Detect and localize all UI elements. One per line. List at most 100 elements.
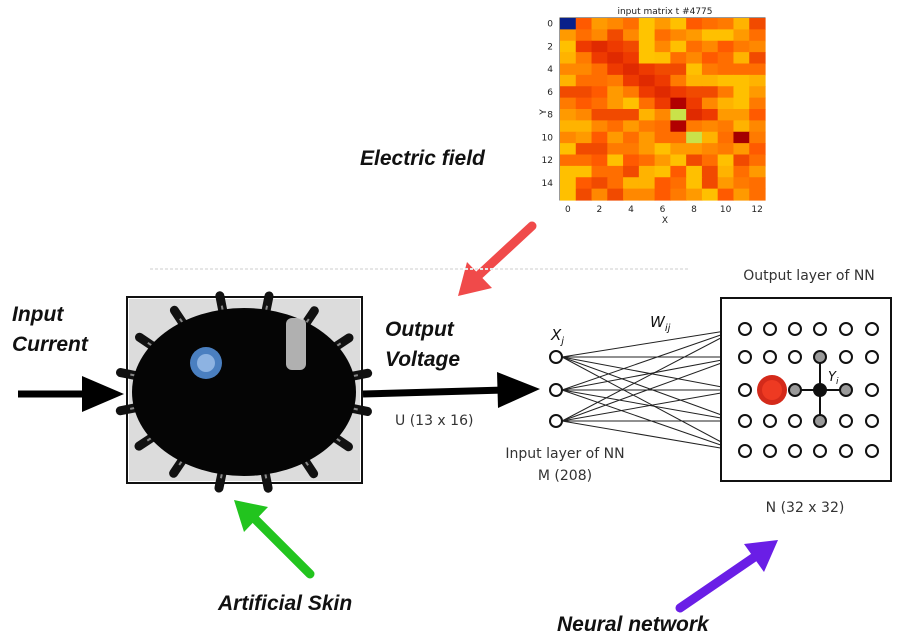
heatmap-cell <box>733 52 750 65</box>
heatmap-cell <box>575 29 593 42</box>
heatmap-cell <box>638 18 656 30</box>
wij-label: Wij <box>650 313 671 334</box>
heatmap-cell <box>607 74 624 87</box>
heatmap-ytick: 10 <box>542 133 554 143</box>
heatmap-cell <box>701 109 719 121</box>
heatmap-cell <box>654 97 671 110</box>
heatmap-cell <box>717 40 735 53</box>
contact-point-inner <box>197 354 215 372</box>
skin-sheet <box>132 308 356 476</box>
heatmap-cell <box>638 154 656 167</box>
heatmap-cell <box>701 165 719 178</box>
heatmap-cell <box>654 165 671 178</box>
heatmap-cell <box>749 109 766 121</box>
heatmap-cell <box>670 188 687 201</box>
heatmap-cell <box>686 177 703 190</box>
xj-label: Xj <box>550 326 564 347</box>
heatmap-ylabel: Y <box>539 109 549 116</box>
heatmap-cell <box>654 131 671 144</box>
heatmap-ytick: 2 <box>547 42 553 52</box>
heatmap-cell <box>654 86 671 99</box>
heatmap-cell <box>654 18 671 30</box>
heatmap-cell <box>607 86 624 99</box>
output-node <box>763 322 777 336</box>
heatmap-cell <box>638 177 656 190</box>
heatmap-cell <box>623 74 640 87</box>
output-node <box>763 444 777 458</box>
heatmap-cell <box>733 63 750 76</box>
heatmap-cell <box>654 154 671 167</box>
heatmap-cell <box>607 131 624 144</box>
output-node <box>788 322 802 336</box>
input-layer-label-2: M (208) <box>538 468 592 484</box>
output-node <box>813 350 827 364</box>
heatmap-cell <box>575 74 593 87</box>
heatmap-cell <box>733 18 750 30</box>
heatmap-cell <box>560 131 577 144</box>
electric-field-arrow <box>458 221 537 296</box>
heatmap-cell <box>686 188 703 201</box>
heatmap-cell <box>654 52 671 65</box>
heatmap-cell <box>701 74 719 87</box>
input-node <box>549 383 563 397</box>
heatmap-cell <box>686 97 703 110</box>
weight-line <box>561 328 739 391</box>
heatmap-cell <box>560 120 577 133</box>
heatmap-cell <box>686 40 703 53</box>
heatmap-cell <box>654 109 671 121</box>
heatmap-cell <box>638 52 656 65</box>
heatmap-cell <box>638 63 656 76</box>
heatmap-cell <box>623 63 640 76</box>
input-layer-label-1: Input layer of NN <box>505 446 624 462</box>
heatmap-cell <box>686 63 703 76</box>
output-node <box>865 383 879 397</box>
output-node <box>839 444 853 458</box>
heatmap-cell <box>623 188 640 201</box>
heatmap-cell <box>591 86 608 99</box>
heatmap-xtick: 12 <box>751 205 762 215</box>
heatmap-cell <box>575 52 593 65</box>
heatmap-cell <box>591 74 608 87</box>
heatmap-cell <box>733 40 750 53</box>
heatmap-cell <box>575 40 593 53</box>
heatmap-cell <box>670 109 687 121</box>
heatmap-cell <box>670 177 687 190</box>
input-node <box>549 414 563 428</box>
heatmap-cell <box>560 188 577 201</box>
heatmap-cell <box>623 120 640 133</box>
heatmap-cell <box>623 165 640 178</box>
input-node <box>549 350 563 364</box>
output-node <box>839 414 853 428</box>
heatmap-cell <box>607 120 624 133</box>
artificial-skin-image <box>115 291 373 493</box>
heatmap-cell <box>654 29 671 42</box>
heatmap-ytick: 6 <box>547 88 553 98</box>
heatmap-ytick: 14 <box>542 179 554 189</box>
heatmap-cell <box>654 120 671 133</box>
heatmap-cell <box>686 120 703 133</box>
heatmap-cell <box>623 29 640 42</box>
heatmap-cell <box>638 86 656 99</box>
heatmap-cell <box>607 188 624 201</box>
heatmap-cell <box>749 29 766 42</box>
output-node <box>813 383 827 397</box>
heatmap-cell <box>749 165 766 178</box>
heatmap-cell <box>670 18 687 30</box>
heatmap-cell <box>686 86 703 99</box>
heatmap-cell <box>701 18 719 30</box>
heatmap-cell <box>733 97 750 110</box>
output-voltage-arrow <box>362 372 540 408</box>
heatmap-cell <box>591 165 608 178</box>
nn-weight-lines <box>561 328 739 452</box>
heatmap-cell <box>591 18 608 30</box>
heatmap-cell <box>654 74 671 87</box>
heatmap-cell <box>670 120 687 133</box>
heatmap-cell <box>670 143 687 156</box>
heatmap-cell <box>560 74 577 87</box>
heatmap-cell <box>701 143 719 156</box>
heatmap-cell <box>749 63 766 76</box>
heatmap-cell <box>575 131 593 144</box>
